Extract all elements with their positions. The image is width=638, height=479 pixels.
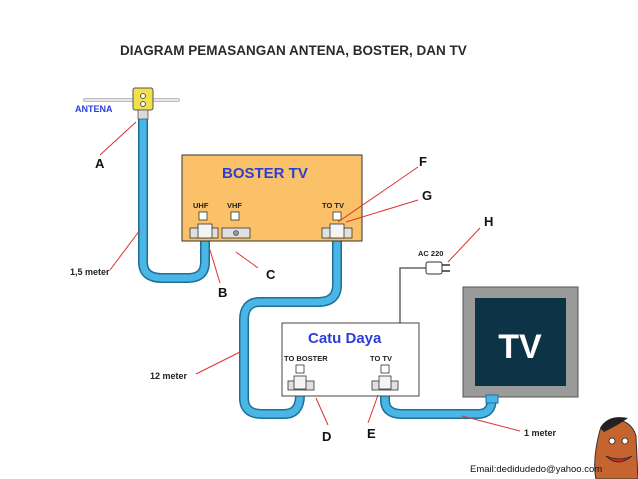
leader-c (235, 251, 259, 269)
booster-port-to-tv-label: TO TV (322, 201, 344, 210)
power-supply-connector-to-booster (287, 364, 315, 391)
cable-label-1-5-meter: 1,5 meter (70, 267, 110, 277)
cartoon-face-icon (594, 417, 638, 479)
leader-1-5-meter (109, 229, 141, 271)
antenna (83, 87, 180, 120)
leader-g (345, 199, 419, 223)
booster-port-vhf-label: VHF (227, 201, 242, 210)
plug-label: AC 220 (418, 249, 443, 258)
callout-d: D (322, 429, 331, 444)
tv-set (462, 286, 579, 404)
leader-12-meter (195, 351, 241, 375)
callout-h: H (484, 214, 493, 229)
author-email: Email:dedidudedo@yahoo.com (470, 464, 602, 475)
plug-icon (425, 261, 450, 275)
callout-c: C (266, 267, 276, 282)
cable-label-1-meter: 1 meter (524, 428, 557, 438)
booster-connector-uhf (189, 211, 219, 239)
callout-g: G (422, 188, 432, 203)
power-supply-connector-to-tv (371, 364, 399, 391)
power-supply-title: Catu Daya (308, 330, 382, 347)
antenna-label: ANTENA (75, 104, 113, 114)
leader-e (367, 394, 379, 424)
power-supply-port-to-tv-label: TO TV (370, 354, 392, 363)
power-cord (399, 267, 426, 323)
booster-title: BOSTER TV (222, 165, 308, 182)
cable-booster-to-supply (239, 233, 342, 419)
leader-h (447, 227, 481, 263)
leader-a (99, 121, 137, 156)
callout-a: A (95, 156, 105, 171)
leader-d (315, 397, 329, 426)
tv-label: TV (498, 328, 542, 366)
callout-f: F (419, 154, 427, 169)
power-supply-port-to-booster-label: TO BOSTER (284, 354, 328, 363)
callout-e: E (367, 426, 376, 441)
leader-1-meter (461, 415, 521, 432)
leader-f (337, 166, 419, 223)
cable-antenna-to-booster (138, 113, 210, 283)
cable-label-12-meter: 12 meter (150, 371, 188, 381)
booster-connector-to-tv (321, 211, 353, 239)
cable-supply-to-tv (380, 381, 497, 419)
leader-b (209, 249, 221, 284)
booster-port-uhf-label: UHF (193, 201, 209, 210)
leader-lines (99, 121, 521, 432)
booster-connector-vhf (221, 211, 251, 239)
callout-b: B (218, 285, 227, 300)
diagram-title: DIAGRAM PEMASANGAN ANTENA, BOSTER, DAN T… (120, 43, 467, 58)
